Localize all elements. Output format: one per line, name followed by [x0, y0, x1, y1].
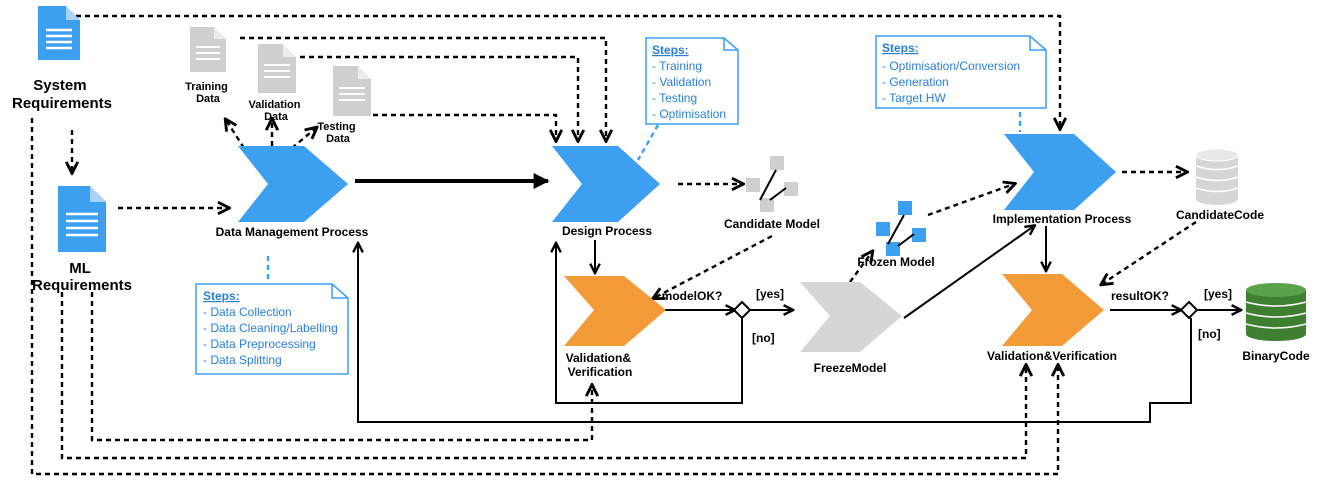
data-step-item: - Data Preprocessing: [203, 337, 316, 351]
design-step-item: - Testing: [652, 91, 697, 105]
design-step-item: - Validation: [652, 75, 711, 89]
no2-label: [no]: [1198, 327, 1221, 341]
implementation-label: Implementation Process: [993, 212, 1132, 226]
design-steps-title: Steps:: [652, 43, 689, 57]
data-management-label: Data Management Process: [216, 225, 369, 239]
impl-step-item: - Optimisation/Conversion: [882, 59, 1020, 73]
ml-req-line1: ML: [69, 260, 90, 277]
frozen-model-label: Frozen Model: [857, 255, 934, 269]
ml-to-vv1-arrow: [90, 292, 592, 442]
impl-steps-box: Steps: - Optimisation/Conversion - Gener…: [875, 35, 1047, 109]
design-steps-box: Steps: - Training - Validation - Testing…: [645, 37, 739, 125]
yes1-label: [yes]: [756, 287, 784, 301]
freeze-to-impl-arrow: [903, 226, 1034, 319]
binary-code-label: BinaryCode: [1242, 349, 1310, 363]
no-to-dm-arrow: [358, 244, 1192, 423]
model-ok-label: modelOK?: [662, 289, 723, 303]
impl-step-item: - Generation: [882, 75, 949, 89]
data-step-item: - Data Cleaning/Labelling: [203, 321, 338, 335]
system-to-vv2-arrow: [30, 118, 1058, 476]
system-requirements-label: System Requirements: [12, 77, 112, 112]
ml-requirements-label: ML Requirements: [32, 260, 132, 294]
ml-to-vv2-arrow: [60, 292, 1026, 460]
candidate-model-icon: [746, 156, 798, 212]
dm-to-training-arrow: [226, 120, 246, 149]
data-step-item: - Data Collection: [203, 305, 292, 319]
design-step-item: - Training: [652, 59, 702, 73]
yes2-label: [yes]: [1204, 287, 1232, 301]
result-ok-label: resultOK?: [1111, 289, 1169, 303]
no1-label: [no]: [752, 331, 775, 345]
ml-requirements-doc: [58, 186, 106, 252]
design-steps-connector: [636, 124, 660, 161]
frozen-to-impl-arrow: [927, 184, 1014, 217]
dm-to-testing-arrow: [291, 128, 316, 149]
system-req-line1: System: [33, 77, 86, 94]
vv1-label: Validation& Verification: [566, 351, 635, 379]
system-requirements-doc: [38, 6, 80, 60]
data-step-item: - Data Splitting: [203, 353, 282, 367]
design-label: Design Process: [562, 224, 652, 238]
validation-data-label: Validation Data: [248, 99, 303, 123]
freeze-model-label: FreezeModel: [814, 361, 887, 375]
design-step-item: - Optimisation: [652, 107, 726, 121]
testing-to-design-arrow: [373, 113, 556, 140]
result-ok-decision: [1179, 300, 1199, 320]
implementation-chevron: [1004, 134, 1116, 210]
design-chevron: [552, 146, 660, 222]
validation-to-design-arrow: [300, 55, 578, 140]
freeze-model-chevron: [800, 282, 902, 352]
testing-data-doc: [333, 66, 371, 116]
impl-steps-title: Steps:: [882, 41, 919, 55]
data-management-chevron: [238, 146, 348, 222]
impl-step-item: - Target HW: [882, 91, 946, 105]
ml-req-line2: Requirements: [32, 277, 132, 294]
vv2-chevron: [1002, 274, 1104, 346]
binary-code-icon: [1245, 283, 1307, 341]
system-to-implementation-arrow: [76, 14, 1060, 128]
candidate-code-icon: [1195, 148, 1239, 205]
freeze-to-frozen-arrow: [849, 252, 872, 283]
frozen-model-icon: [876, 201, 926, 256]
training-data-label: Training Data: [185, 81, 231, 105]
candidate-code-label: CandidateCode: [1176, 208, 1264, 222]
model-ok-decision: [732, 300, 752, 320]
no-to-design-arrow: [556, 244, 743, 404]
data-steps-box: Steps: - Data Collection - Data Cleaning…: [195, 283, 349, 375]
vv1-chevron: [564, 276, 666, 346]
validation-data-doc: [258, 44, 296, 93]
data-steps-title: Steps:: [203, 289, 240, 303]
candidate-to-vv-arrow: [654, 234, 773, 298]
training-to-design-arrow: [240, 36, 606, 140]
testing-data-label: Testing Data: [317, 121, 358, 145]
code-to-vv2-arrow: [1102, 220, 1197, 284]
system-req-line2: Requirements: [12, 95, 112, 112]
training-data-doc: [190, 27, 226, 72]
vv2-label: Validation&Verification: [987, 349, 1117, 363]
candidate-model-label: Candidate Model: [724, 217, 820, 231]
